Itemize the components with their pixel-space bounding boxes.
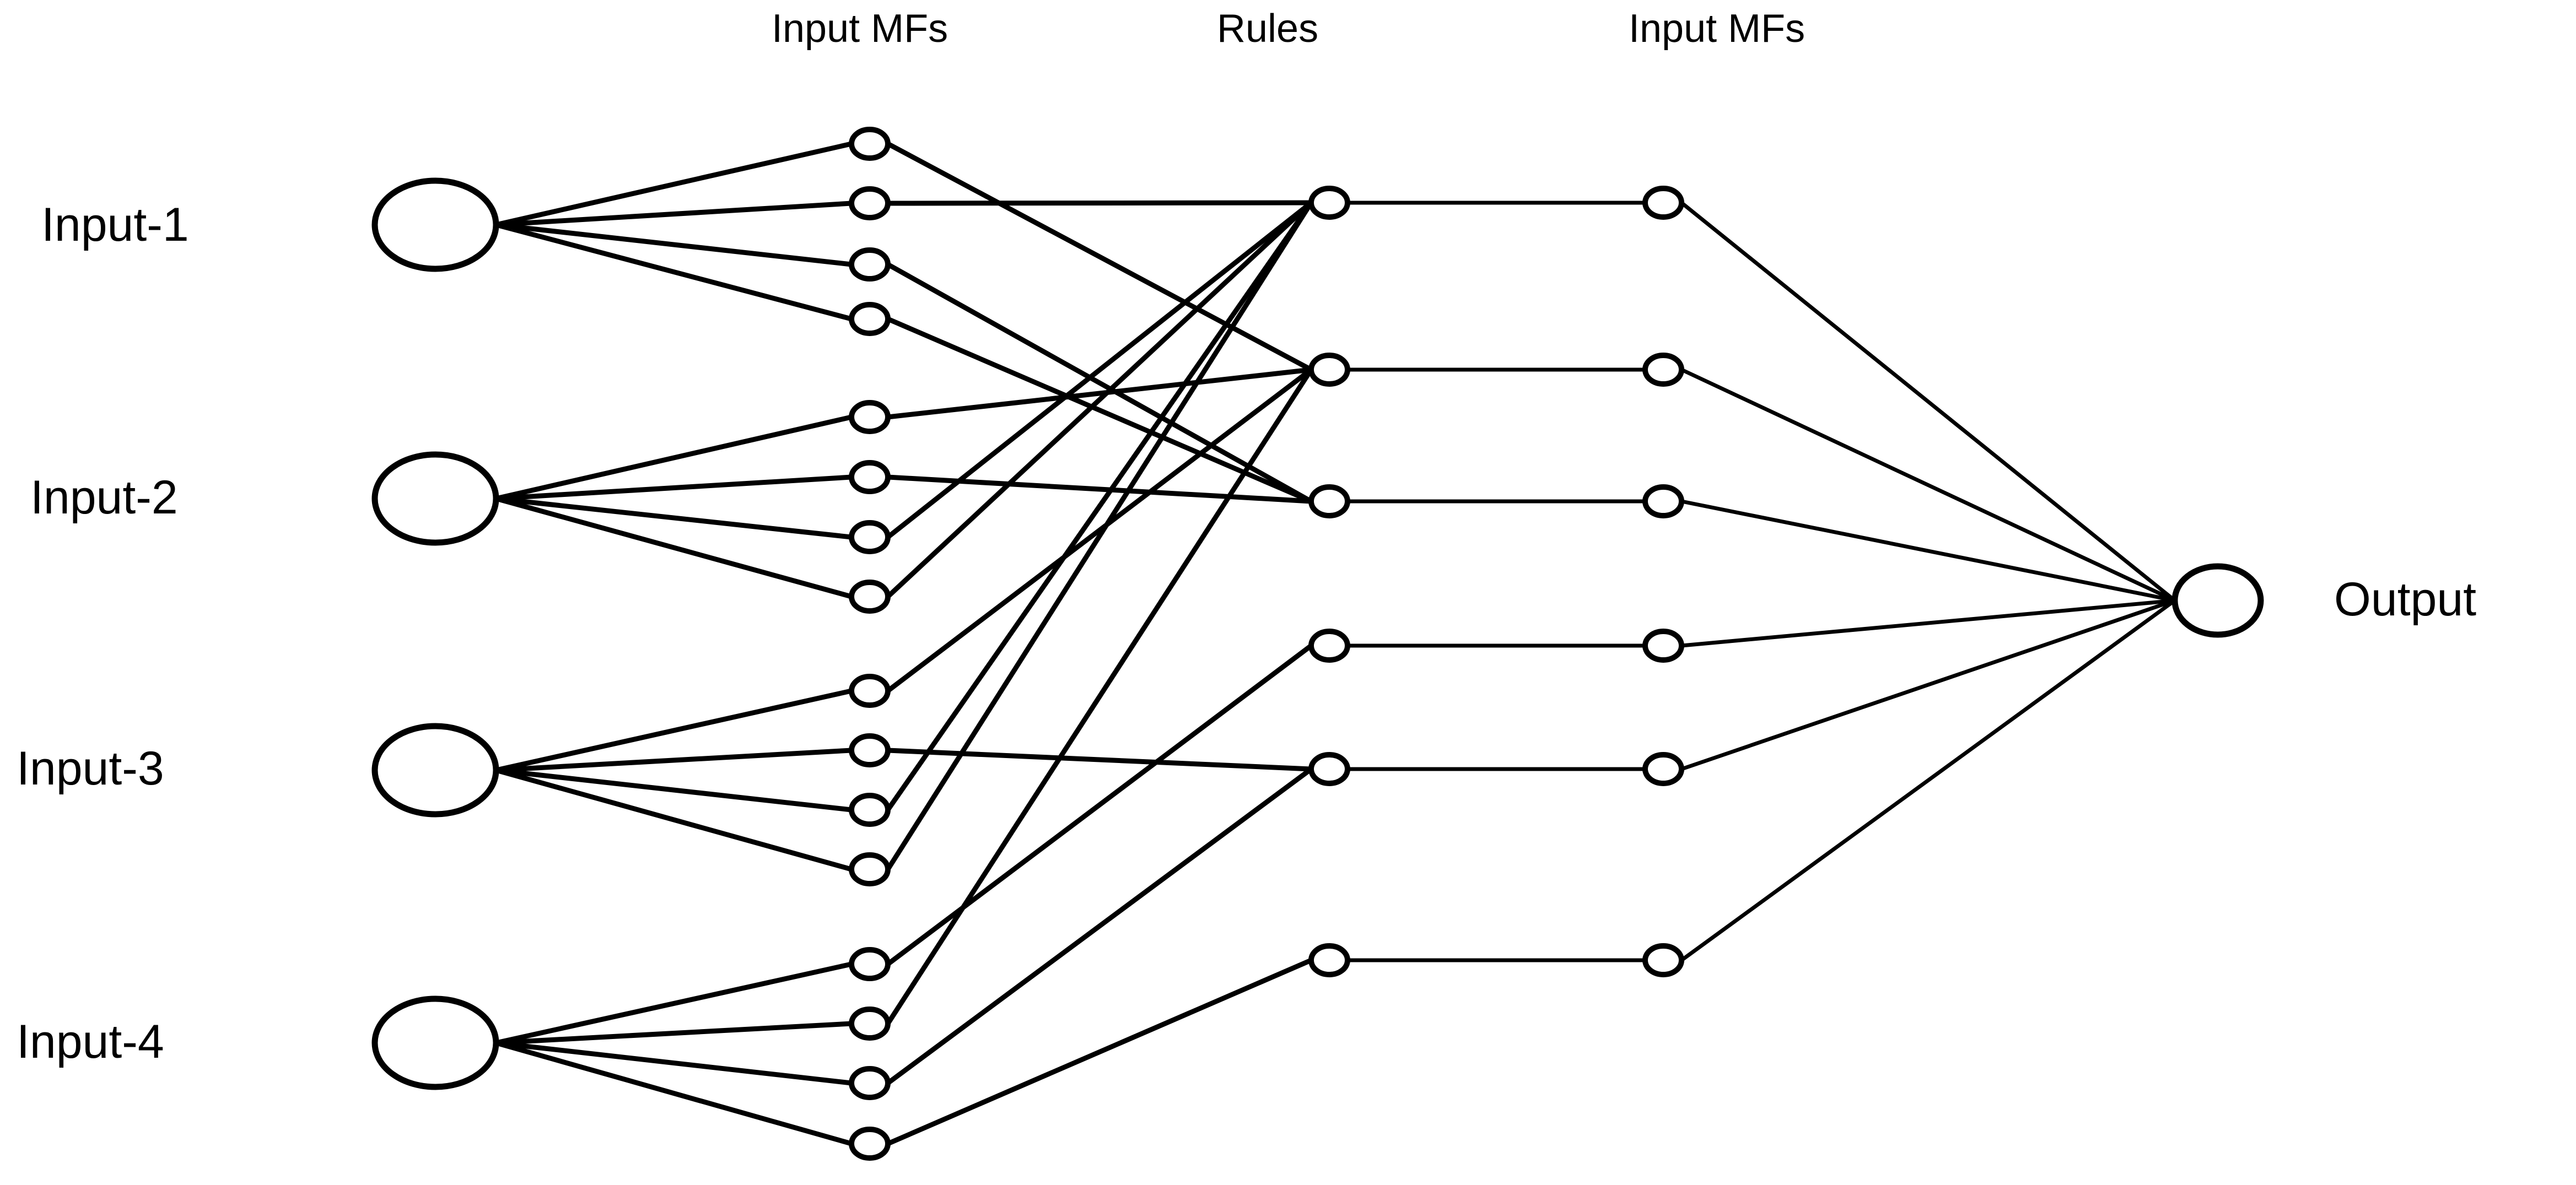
rule-node-1[interactable] (1308, 186, 1350, 220)
edge-in4-mf15 (495, 1040, 852, 1086)
edge-o6-out (1680, 599, 2176, 962)
edge-in1-mf3 (495, 222, 852, 267)
edge-group-rule-to-mf-right (1348, 201, 1645, 962)
input-mf-node-2[interactable] (849, 186, 891, 220)
input-mf-node-7[interactable] (849, 520, 891, 554)
edge-mf16-r6 (887, 957, 1312, 1146)
edge-mf5-r2 (887, 367, 1312, 420)
input-mf-node-14[interactable] (849, 1007, 891, 1041)
edge-mf7-r1 (886, 201, 1313, 539)
input-mf-node-13[interactable] (849, 947, 891, 981)
node-group-inputs (371, 177, 499, 1090)
input-mf-node-5[interactable] (849, 400, 891, 434)
edge-in1-mf2 (495, 201, 852, 228)
rule-node-3[interactable] (1308, 484, 1350, 518)
input-label-3: Input-3 (17, 742, 164, 795)
edge-mf1-r2 (886, 142, 1313, 372)
edge-in2-mf5 (495, 414, 853, 501)
edge-mf9-r2 (886, 367, 1313, 693)
node-group-rules (1308, 186, 1350, 977)
output-label: Output (2334, 573, 2477, 626)
input-mf-node-8[interactable] (849, 580, 891, 614)
edge-in1-mf4 (495, 222, 853, 322)
input-label-1: Input-1 (41, 198, 189, 251)
input-mf-node-4[interactable] (849, 302, 891, 336)
edge-mf12-r1 (886, 201, 1313, 871)
edge-in3-mf11 (495, 767, 852, 813)
output-mf-node-2[interactable] (1642, 353, 1684, 387)
input-mf-node-16[interactable] (849, 1127, 891, 1161)
output-mf-node-6[interactable] (1642, 943, 1684, 977)
rule-node-5[interactable] (1308, 752, 1350, 786)
output-mf-node-5[interactable] (1642, 752, 1684, 786)
column-header-rules: Rules (1217, 7, 1319, 51)
input-node-4[interactable] (371, 995, 499, 1090)
input-node-1[interactable] (371, 177, 499, 272)
input-mf-node-9[interactable] (849, 674, 891, 708)
input-mf-node-3[interactable] (849, 247, 891, 282)
edge-in4-mf14 (495, 1021, 852, 1046)
edge-group-mf-right-to-output (1680, 201, 2176, 962)
output-mf-node-4[interactable] (1642, 629, 1684, 663)
input-label-4: Input-4 (17, 1015, 164, 1068)
edge-mf4-r3 (887, 316, 1312, 504)
edge-group-mf-to-rule (886, 142, 1313, 1146)
input-mf-node-6[interactable] (849, 460, 891, 494)
input-mf-node-11[interactable] (849, 793, 891, 827)
edge-in4-mf13 (495, 961, 852, 1046)
edge-in3-mf10 (495, 748, 852, 773)
edge-mf8-r1 (886, 201, 1313, 599)
edge-mf11-r1 (886, 201, 1313, 811)
edge-in1-mf1 (495, 141, 852, 228)
edge-in2-mf8 (495, 496, 853, 599)
input-mf-node-15[interactable] (849, 1066, 891, 1100)
output-node[interactable] (2171, 563, 2264, 638)
output-mf-node-3[interactable] (1642, 484, 1684, 518)
output-mf-node-1[interactable] (1642, 186, 1684, 220)
edge-mf10-r5 (887, 748, 1312, 772)
edge-o3-out (1681, 499, 2175, 603)
edge-in2-mf6 (495, 474, 852, 501)
column-header-input-mfs-left: Input MFs (772, 7, 949, 51)
column-header-input-mfs-right: Input MFs (1629, 7, 1806, 51)
node-group-output (2171, 563, 2264, 638)
rule-node-2[interactable] (1308, 353, 1350, 387)
edge-in3-mf9 (495, 688, 852, 773)
edge-mf15-r5 (886, 767, 1313, 1085)
edge-mf14-r2 (886, 368, 1313, 1025)
edge-o1-out (1680, 201, 2176, 602)
input-mf-node-10[interactable] (849, 733, 891, 767)
input-mf-node-12[interactable] (849, 852, 891, 886)
edge-mf3-r3 (886, 262, 1313, 504)
edge-o5-out (1680, 598, 2176, 771)
node-group-input-mfs-left (849, 127, 891, 1161)
node-group-input-mfs-right (1642, 186, 1684, 977)
input-node-3[interactable] (371, 723, 499, 818)
input-mf-node-1[interactable] (849, 127, 891, 161)
edge-o4-out (1681, 598, 2175, 648)
edge-in2-mf7 (495, 496, 852, 540)
rule-node-6[interactable] (1308, 943, 1350, 977)
rule-node-4[interactable] (1308, 629, 1350, 663)
input-node-2[interactable] (371, 451, 499, 546)
edge-o2-out (1680, 367, 2176, 603)
input-label-2: Input-2 (30, 471, 178, 524)
edge-in4-mf16 (495, 1040, 853, 1146)
edge-in3-mf12 (495, 767, 853, 872)
edge-group-input-to-mf (495, 141, 853, 1146)
